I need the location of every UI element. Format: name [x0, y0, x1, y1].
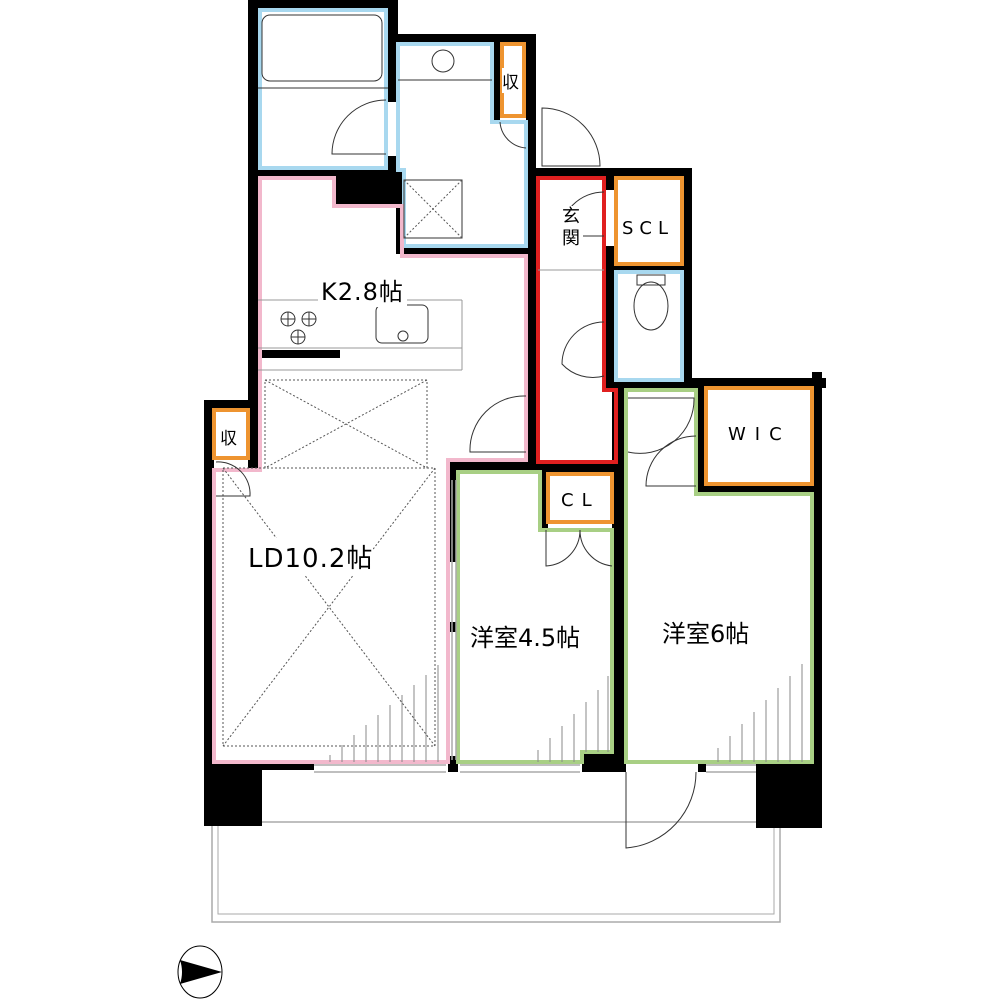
- bedroom-1-outline: [456, 470, 614, 764]
- toilet-door: [561, 321, 605, 378]
- label-living-dining: LD10.2帖: [248, 538, 374, 575]
- bedroom-2-door: [627, 397, 695, 454]
- label-storage-ld: 収: [220, 429, 237, 449]
- front-door: [541, 107, 601, 167]
- kitchen-door: [469, 395, 527, 453]
- label-walk-in-closet: WIC: [728, 424, 791, 445]
- wic-door: [645, 435, 697, 487]
- label-entrance-line2: 関: [562, 228, 580, 249]
- storage-ld-door: [215, 461, 251, 497]
- stove-icon: [280, 311, 317, 345]
- closet-door-right: [579, 529, 613, 567]
- compass-north-arrow-icon: [177, 945, 223, 999]
- shoe-closet-outline: [614, 176, 684, 266]
- fixtures: [222, 14, 669, 747]
- entrance-outline: [536, 176, 618, 464]
- bathtub-icon: [261, 14, 383, 82]
- living-kitchen-outline: [212, 176, 528, 764]
- laundry-pan-icon: [403, 179, 463, 239]
- label-bedroom-2: 洋室6帖: [662, 620, 750, 648]
- balcony-door: [625, 771, 697, 849]
- label-bedroom-1: 洋室4.5帖: [470, 624, 581, 652]
- wic-outline: [704, 386, 814, 486]
- label-shoe-closet: SCL: [618, 218, 675, 239]
- storage-ld-outline: [212, 408, 250, 460]
- storage-door: [499, 121, 527, 149]
- bedroom-2-outline: [624, 388, 814, 764]
- washroom-outline: [396, 42, 528, 248]
- label-closet: CL: [561, 490, 600, 511]
- label-entrance: 玄 関: [559, 206, 583, 250]
- room-outlines: [212, 8, 814, 764]
- label-entrance-line1: 玄: [562, 206, 580, 227]
- label-storage-washroom: 収: [502, 68, 519, 93]
- bathroom-outline: [258, 8, 388, 170]
- windows: [314, 480, 756, 773]
- walls: [204, 0, 826, 828]
- label-kitchen: K2.8帖: [318, 272, 407, 307]
- bathroom-door: [331, 99, 387, 155]
- doors: [215, 99, 697, 849]
- sliding-hatches: [329, 664, 803, 762]
- toilet-icon: [633, 281, 669, 331]
- washbasin-icon: [431, 49, 455, 73]
- closet-outline: [546, 472, 614, 524]
- toilet-outline: [614, 270, 684, 382]
- sink-icon: [375, 304, 429, 344]
- closet-door-left: [545, 529, 581, 567]
- balcony: [211, 821, 781, 923]
